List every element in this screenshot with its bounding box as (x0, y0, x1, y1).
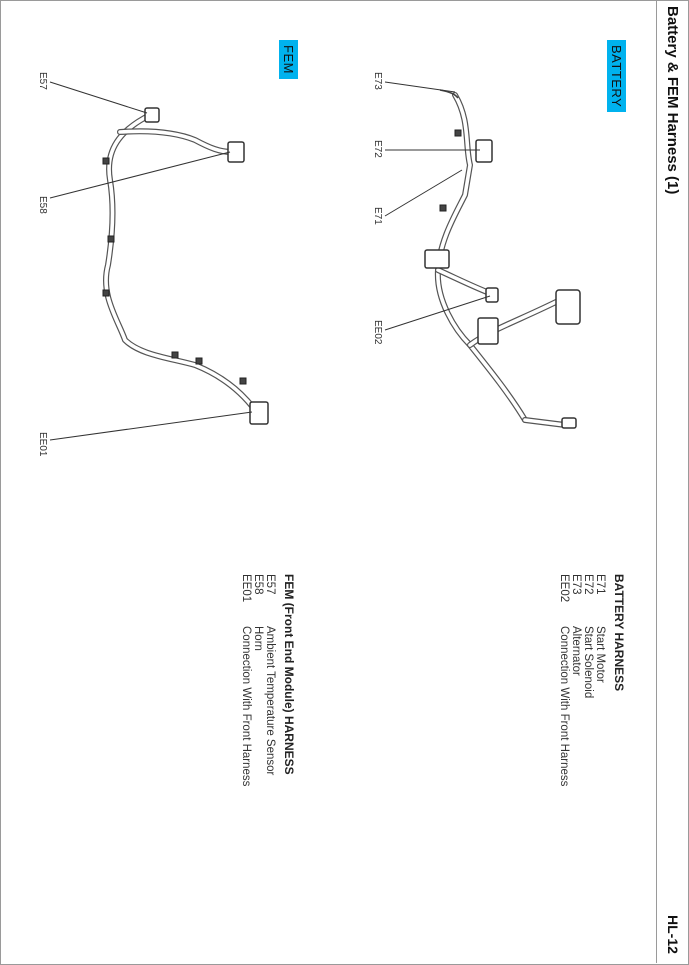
legend-code: EE02 (558, 574, 570, 603)
battery-legend: BATTERY HARNESS E71Start Motor E72Start … (558, 574, 626, 786)
callout-ee02: EE02 (372, 320, 383, 345)
fem-legend-title: FEM (Front End Module) HARNESS (282, 574, 296, 775)
legend-row: E73Alternator (570, 574, 582, 786)
legend-row: E71Start Motor (594, 574, 606, 786)
legend-desc: Start Motor (594, 626, 606, 683)
legend-row: EE01Connection With Front Harness (240, 574, 252, 786)
legend-desc: Start Solenoid (582, 626, 594, 699)
fem-harness-drawing (49, 81, 269, 441)
legend-code: E71 (594, 574, 606, 595)
legend-desc: Ambient Temperature Sensor (264, 626, 276, 776)
legend-code: E58 (252, 574, 264, 595)
callout-e72: E72 (372, 140, 383, 158)
battery-harness-drawing (384, 81, 581, 429)
legend-desc: Alternator (570, 626, 582, 676)
legend-code: E57 (264, 574, 276, 595)
legend-row: E72Start Solenoid (582, 574, 594, 786)
legend-row: E57Ambient Temperature Sensor (264, 574, 276, 786)
legend-code: E72 (582, 574, 594, 595)
legend-code: E73 (570, 574, 582, 595)
legend-desc: Horn (252, 626, 264, 651)
legend-desc: Connection With Front Harness (240, 626, 252, 787)
callout-e73: E73 (372, 72, 383, 90)
legend-row: EE02Connection With Front Harness (558, 574, 570, 786)
header-divider (656, 0, 657, 963)
callout-e71: E71 (372, 207, 383, 225)
fem-legend: FEM (Front End Module) HARNESS E57Ambien… (240, 574, 296, 786)
callout-e57: E57 (37, 72, 48, 90)
callout-e58: E58 (37, 196, 48, 214)
legend-row: E58Horn (252, 574, 264, 786)
legend-code: EE01 (240, 574, 252, 603)
callout-ee01: EE01 (37, 432, 48, 457)
battery-legend-title: BATTERY HARNESS (612, 574, 626, 692)
legend-desc: Connection With Front Harness (558, 626, 570, 787)
